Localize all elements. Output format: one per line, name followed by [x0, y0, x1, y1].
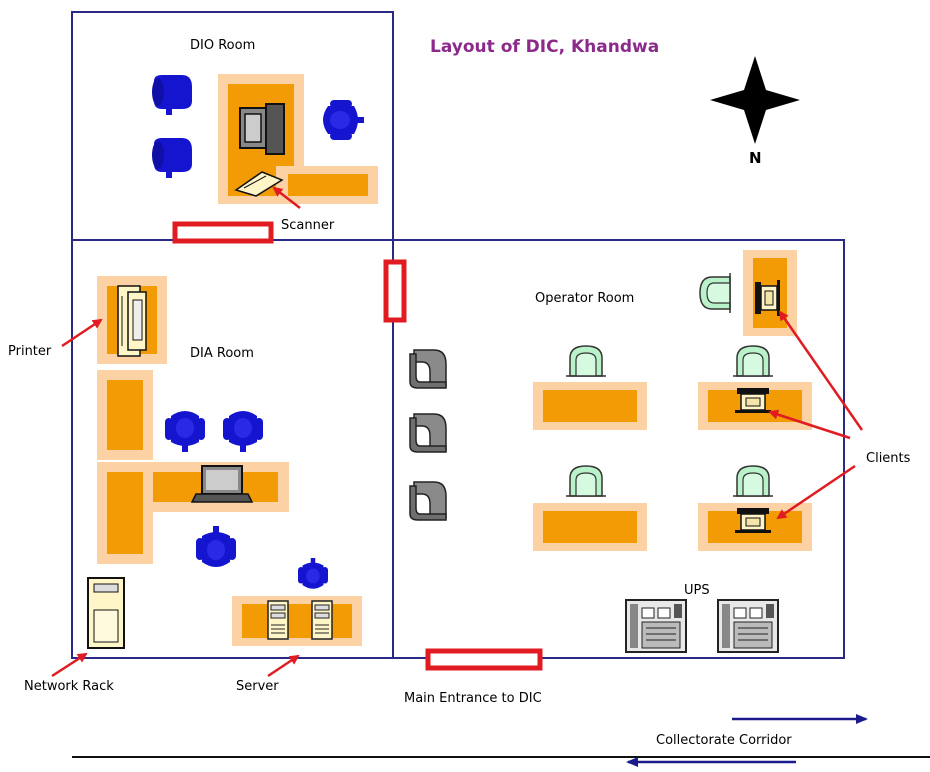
- server-label: Server: [236, 679, 279, 694]
- operator-chair-5-icon: [699, 272, 731, 314]
- client-pc-3-icon: [754, 279, 781, 317]
- dio-officer-chair-icon: [323, 100, 364, 140]
- laptop-icon: [190, 465, 254, 503]
- printer-label: Printer: [8, 344, 52, 359]
- monitor-icon: [239, 103, 285, 155]
- dio-visitor-chair-2-icon: [152, 138, 192, 178]
- corridor-label: Collectorate Corridor: [656, 733, 792, 748]
- operator-door: [383, 259, 407, 323]
- dia-chair-3-icon: [196, 526, 236, 567]
- waiting-chair-1-icon: [409, 349, 447, 389]
- ups-label: UPS: [684, 583, 710, 598]
- operator-chair-4-icon: [732, 465, 774, 497]
- network-rack-icon: [87, 577, 125, 649]
- client-pc-2-icon: [734, 507, 772, 534]
- server-desk: [232, 596, 362, 646]
- dio-visitor-chair-1-icon: [152, 75, 192, 115]
- ups-2-icon: [717, 599, 779, 653]
- server-chair-icon: [298, 558, 328, 589]
- scanner-icon: [234, 171, 284, 197]
- operator-chair-2-icon: [732, 345, 774, 377]
- compass-icon: [710, 56, 800, 144]
- operator-chair-1-icon: [565, 345, 607, 377]
- ups-1-icon: [625, 599, 687, 653]
- compass-north-label: N: [749, 149, 762, 167]
- scanner-label: Scanner: [281, 218, 335, 233]
- diagram-title: Layout of DIC, Khandwa: [430, 37, 659, 57]
- client-pc-1-icon: [734, 387, 772, 414]
- dia-desks: [97, 370, 289, 564]
- walls: [71, 11, 845, 659]
- dia-chair-1-icon: [165, 411, 205, 452]
- network-rack-label: Network Rack: [24, 679, 114, 694]
- waiting-chair-2-icon: [409, 413, 447, 453]
- main-entrance-door: [425, 648, 543, 671]
- dio-door: [172, 221, 274, 244]
- server-1-icon: [267, 600, 289, 640]
- dio-room-label: DIO Room: [190, 38, 255, 53]
- operator-chair-3-icon: [565, 465, 607, 497]
- dia-room-label: DIA Room: [190, 346, 254, 361]
- operator-room-label: Operator Room: [535, 291, 634, 306]
- main-entrance-label: Main Entrance to DIC: [404, 691, 542, 706]
- waiting-chair-3-icon: [409, 481, 447, 521]
- clients-label: Clients: [866, 451, 911, 466]
- server-2-icon: [311, 600, 333, 640]
- printer-icon: [117, 285, 147, 357]
- dia-chair-2-icon: [223, 411, 263, 452]
